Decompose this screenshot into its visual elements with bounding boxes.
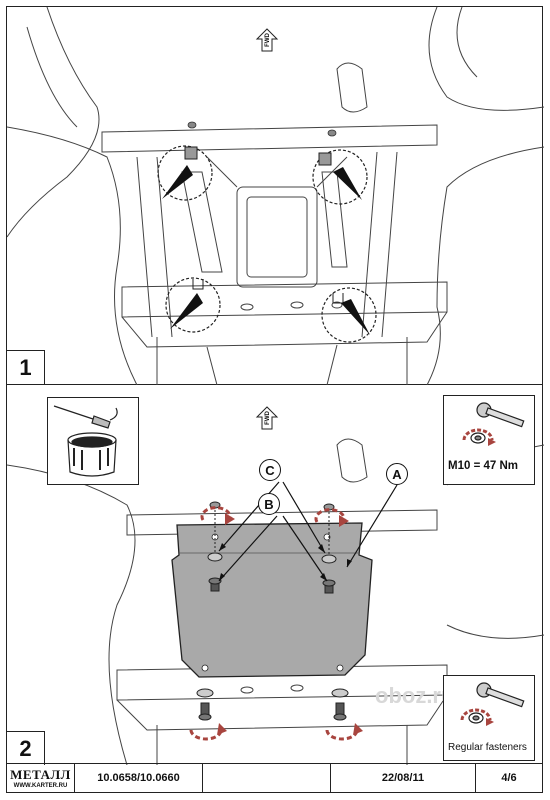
skid-plate — [171, 522, 373, 678]
step-number: 1 — [7, 350, 45, 384]
instruction-sheet: FWD 1 — [6, 6, 544, 793]
part-numbers: 10.0658/10.0660 — [75, 764, 203, 792]
wrench-icon — [460, 682, 525, 726]
title-block: МЕТАЛЛ WWW.KARTER.RU 10.0658/10.0660 22/… — [7, 763, 542, 792]
callout-b: B — [258, 493, 280, 515]
step-2-drawing — [7, 406, 544, 765]
torque-wrench-icon — [462, 402, 525, 446]
page-number: 4/6 — [501, 772, 517, 784]
callout-c: C — [259, 459, 281, 481]
torque-spec: M10 = 47 Nm — [448, 460, 518, 472]
logo-text: МЕТАЛЛ — [10, 766, 71, 782]
logo-website: WWW.KARTER.RU — [13, 782, 68, 789]
grease-inset — [47, 397, 139, 485]
company-logo: МЕТАЛЛ WWW.KARTER.RU — [7, 764, 75, 792]
step-1-panel: FWD 1 — [7, 7, 544, 385]
regular-fasteners-label: Regular fasteners — [448, 742, 527, 753]
grease-brush-icon — [53, 405, 118, 477]
fwd-label: FWD — [264, 411, 271, 425]
step-number: 2 — [7, 731, 45, 765]
regular-fasteners-inset: Regular fasteners — [443, 675, 535, 761]
blank-cell — [203, 764, 331, 792]
date: 22/08/11 — [331, 764, 476, 792]
step-1-drawing — [7, 7, 544, 385]
watermark: oboz.ru — [375, 683, 455, 708]
fwd-label: FWD — [264, 33, 271, 47]
step-2-panel: FWD oboz.ru C B A — [7, 385, 544, 765]
callout-a: A — [386, 463, 408, 485]
torque-inset: M10 = 47 Nm — [443, 395, 535, 485]
